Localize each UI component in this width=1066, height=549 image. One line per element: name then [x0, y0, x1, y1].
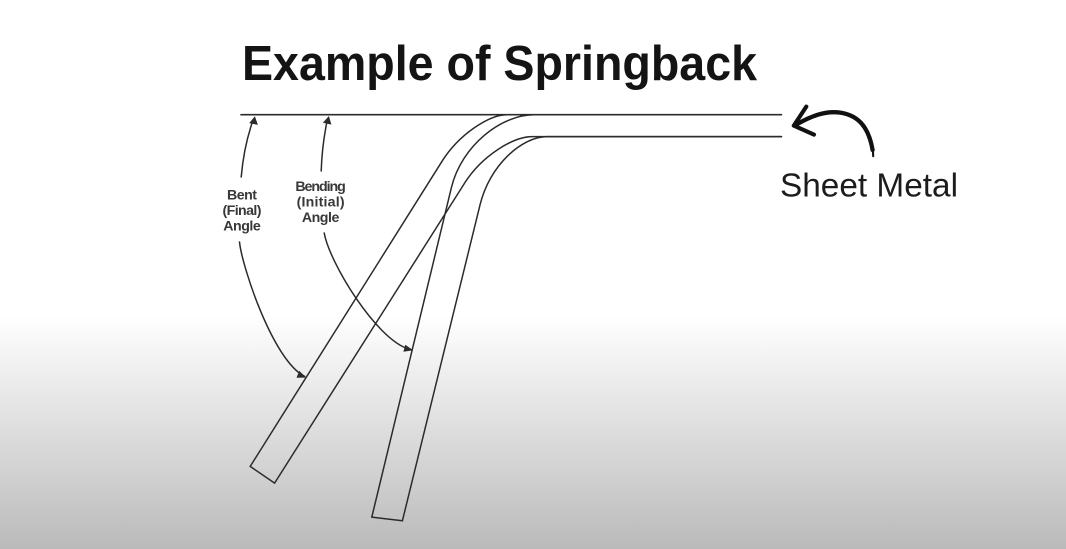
svg-text:Angle: Angle	[223, 219, 261, 235]
svg-text:Sheet Metal: Sheet Metal	[780, 168, 958, 205]
svg-text:Angle: Angle	[302, 210, 340, 226]
svg-text:Example of Springback: Example of Springback	[242, 36, 757, 91]
svg-text:(Final): (Final)	[223, 203, 262, 219]
svg-text:Bent: Bent	[227, 187, 257, 203]
svg-text:(Initial): (Initial)	[297, 195, 345, 211]
svg-text:Bending: Bending	[295, 179, 346, 195]
